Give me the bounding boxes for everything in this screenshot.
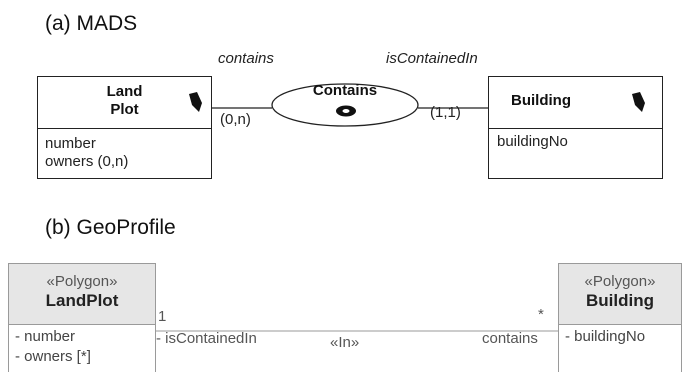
building-entity: Building buildingNo <box>488 76 663 179</box>
right-multiplicity: * <box>538 306 544 323</box>
building-attr-number: buildingNo <box>497 133 568 150</box>
land-plot-header: Land Plot <box>38 77 211 129</box>
spatial-object-icon <box>189 92 202 112</box>
left-multiplicity: 1 <box>158 308 167 325</box>
relationship-ellipse <box>271 83 419 127</box>
role-contains: contains <box>218 50 274 67</box>
geoprofile-land-plot-attributes: - number - owners [*] <box>8 324 156 372</box>
land-plot-attr-owners: owners (0,n) <box>45 153 129 170</box>
geoprofile-building-attributes: - buildingNo <box>558 324 682 372</box>
role-is-contained-in: isContainedIn <box>386 50 478 67</box>
building-name: Building <box>511 92 571 109</box>
relationship-name: Contains <box>312 82 378 99</box>
cardinality-left: (0,n) <box>220 111 251 128</box>
cardinality-right: (1,1) <box>430 104 461 121</box>
section-a-title: (a) MADS <box>45 12 138 35</box>
land-plot-entity: Land Plot number owners (0,n) <box>37 76 212 179</box>
geoprofile-building-header: «Polygon» Building <box>558 263 682 325</box>
land-plot-attr-number: - number <box>15 328 76 345</box>
land-plot-name-line2: Plot <box>110 101 139 118</box>
land-plot-attr-owners: - owners [*] <box>15 348 91 365</box>
right-role: contains <box>482 330 538 347</box>
building-stereotype: «Polygon» <box>584 273 656 290</box>
land-plot-stereotype: «Polygon» <box>46 273 118 290</box>
topological-inclusion-icon <box>336 105 356 117</box>
land-plot-class-name: LandPlot <box>45 291 119 310</box>
geoprofile-land-plot-header: «Polygon» LandPlot <box>8 263 156 325</box>
land-plot-attr-number: number <box>45 135 96 152</box>
association-stereotype: «In» <box>330 334 360 351</box>
spatial-object-icon <box>632 92 645 112</box>
building-class-name: Building <box>586 291 654 310</box>
left-role: - isContainedIn <box>156 330 257 347</box>
section-b-title: (b) GeoProfile <box>45 216 176 239</box>
building-header: Building <box>489 77 662 129</box>
land-plot-name-line1: Land <box>106 83 143 100</box>
building-attr-number: - buildingNo <box>565 328 646 345</box>
